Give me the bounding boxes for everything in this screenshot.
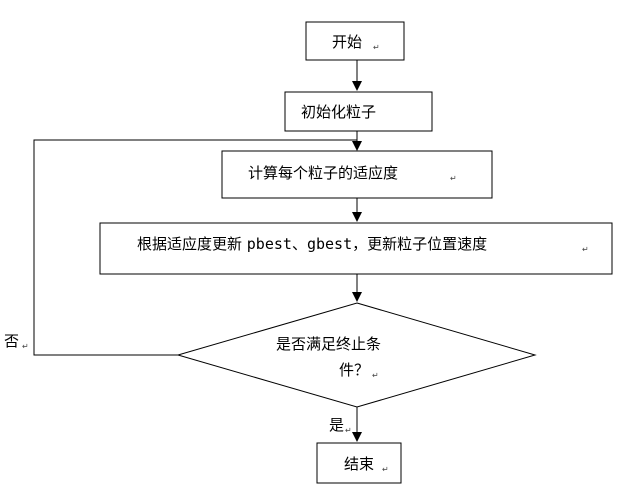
decision-diamond — [176, 302, 537, 408]
init-box — [284, 91, 433, 132]
update-suffix: ，更新粒子位置速度 — [352, 235, 487, 253]
update-box — [99, 222, 613, 275]
edge-yes-return-mark: ↵ — [345, 426, 352, 435]
start-box — [305, 21, 405, 61]
start-return-mark: ↵ — [373, 43, 380, 52]
init-label: 初始化粒子 — [301, 103, 376, 121]
edge-no-return-mark: ↵ — [22, 342, 29, 351]
end-label: 结束 — [344, 455, 374, 473]
update-return-mark: ↵ — [582, 245, 589, 254]
edge-yes-label: 是 — [329, 416, 344, 434]
start-label: 开始 — [332, 33, 362, 51]
loop-no-path — [33, 139, 357, 356]
end-box — [316, 442, 402, 484]
end-return-mark: ↵ — [382, 465, 389, 474]
decision-label-line2: 件？ — [339, 361, 369, 379]
update-pbest: pbest — [247, 235, 292, 253]
update-label: 根据适应度更新 pbest、gbest，更新粒子位置速度 — [137, 235, 487, 253]
decision-label-line1: 是否满足终止条 — [276, 335, 381, 353]
compute-box — [221, 150, 493, 199]
compute-return-mark: ↵ — [450, 174, 457, 183]
update-gbest: gbest — [307, 235, 352, 253]
decision-return-mark: ↵ — [372, 371, 379, 380]
update-sep: 、 — [292, 235, 307, 253]
update-prefix: 根据适应度更新 — [137, 235, 247, 253]
edge-no-label: 否 — [4, 332, 19, 350]
compute-label: 计算每个粒子的适应度 — [248, 164, 398, 182]
